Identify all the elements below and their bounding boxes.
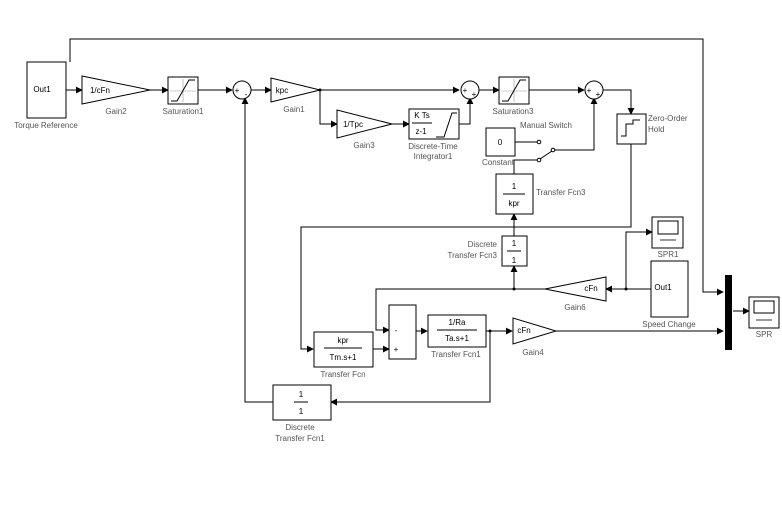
sum2-block[interactable]: + + (460, 80, 480, 100)
zero-order-hold-block[interactable]: Zero-Order Hold (616, 113, 688, 145)
gain2-label: Gain2 (105, 107, 127, 116)
spr1-label: SPR1 (658, 250, 679, 259)
dti1-label-line2: Integrator1 (414, 152, 453, 161)
gain2-value: 1/cFn (90, 86, 110, 95)
gain1-value: kpc (276, 86, 288, 95)
gain1-label: Gain1 (283, 105, 305, 114)
torque-reference-block[interactable]: Out1 Torque Reference (14, 61, 78, 130)
sum2-sign-b: + (472, 90, 477, 99)
zoh-label-line1: Zero-Order (648, 114, 688, 123)
transfer-fcn3-block[interactable]: 1 kpr Transfer Fcn3 (495, 173, 586, 215)
constant-block[interactable]: 0 Constant (482, 127, 516, 167)
spr-scope-block[interactable]: SPR (748, 296, 780, 339)
dtf1-label-line1: Discrete (285, 423, 315, 432)
sum3-block[interactable]: + + (584, 80, 604, 100)
discrete-transfer-fcn3-block[interactable]: 1 1 Discrete Transfer Fcn3 (448, 235, 528, 267)
gain3-block[interactable]: 1/Tpc Gain3 (336, 109, 393, 150)
sum4-sign-a: - (395, 326, 398, 335)
tf1-numerator: 1/Ra (449, 318, 466, 327)
torque-reference-label: Torque Reference (14, 121, 78, 130)
gain3-label: Gain3 (353, 141, 375, 150)
sum1-block[interactable]: + - (232, 80, 252, 100)
speed-change-label: Speed Change (642, 320, 696, 329)
dtf3-numerator: 1 (512, 239, 517, 248)
dtf3-label-line2: Transfer Fcn3 (448, 251, 498, 260)
saturation1-block[interactable]: Saturation1 (163, 76, 204, 116)
signal-lines (66, 38, 750, 406)
tf3-label: Transfer Fcn3 (536, 188, 586, 197)
sum3-sign-b: + (596, 90, 601, 99)
gain4-value: cFn (517, 326, 530, 335)
gain6-value: cFn (584, 284, 597, 293)
sum4-sign-b: + (394, 345, 399, 354)
dtf1-numerator: 1 (299, 390, 304, 399)
sum2-sign-a: + (463, 86, 468, 95)
manual-switch-block[interactable]: Manual Switch (520, 121, 572, 163)
tf1-denominator: Ta.s+1 (445, 334, 469, 343)
gain1-block[interactable]: kpc Gain1 (270, 77, 321, 114)
speed-change-block[interactable]: Out1 Speed Change (642, 260, 696, 329)
constant-value: 0 (498, 138, 503, 147)
dti1-denominator: z-1 (415, 127, 427, 136)
transfer-fcn1-block[interactable]: 1/Ra Ta.s+1 Transfer Fcn1 (427, 314, 487, 359)
tf3-denominator: kpr (508, 199, 519, 208)
tf1-label: Transfer Fcn1 (431, 350, 481, 359)
gain3-value: 1/Tpc (343, 120, 363, 129)
spr1-scope-block[interactable]: SPR1 (651, 216, 684, 259)
dtf3-label-line1: Discrete (468, 240, 498, 249)
gain6-label: Gain6 (564, 303, 586, 312)
discrete-time-integrator1-block[interactable]: K Ts z-1 Discrete-Time Integrator1 (408, 108, 460, 161)
constant-label: Constant (482, 158, 515, 167)
discrete-transfer-fcn1-block[interactable]: 1 1 Discrete Transfer Fcn1 (272, 384, 332, 443)
gain4-label: Gain4 (522, 348, 544, 357)
speed-change-port: Out1 (654, 283, 672, 292)
mux-block[interactable] (725, 275, 732, 350)
dti1-numerator: K Ts (414, 111, 429, 120)
manual-switch-label: Manual Switch (520, 121, 572, 130)
dtf1-label-line2: Transfer Fcn1 (275, 434, 325, 443)
transfer-fcn-block[interactable]: kpr Tm.s+1 Transfer Fcn (313, 331, 374, 379)
dtf1-denominator: 1 (299, 407, 304, 416)
sum4-block[interactable]: - + (388, 304, 417, 360)
spr-label: SPR (756, 330, 773, 339)
sum1-sign-b: - (245, 90, 248, 99)
gain6-block[interactable]: cFn Gain6 (544, 276, 607, 312)
tf-denominator: Tm.s+1 (330, 353, 357, 362)
gain4-block[interactable]: cFn Gain4 (512, 317, 558, 357)
saturation3-label: Saturation3 (493, 107, 534, 116)
sum1-sign-a: + (235, 86, 240, 95)
zoh-label-line2: Hold (648, 125, 664, 134)
saturation3-block[interactable]: Saturation3 (493, 76, 534, 116)
dtf3-denominator: 1 (512, 256, 517, 265)
dti1-label-line1: Discrete-Time (408, 142, 458, 151)
gain2-block[interactable]: 1/cFn Gain2 (81, 75, 151, 116)
torque-reference-port: Out1 (33, 85, 51, 94)
tf-numerator: kpr (337, 336, 348, 345)
saturation1-label: Saturation1 (163, 107, 204, 116)
tf3-numerator: 1 (512, 182, 517, 191)
tf-label: Transfer Fcn (320, 370, 365, 379)
sum3-sign-a: + (587, 86, 592, 95)
